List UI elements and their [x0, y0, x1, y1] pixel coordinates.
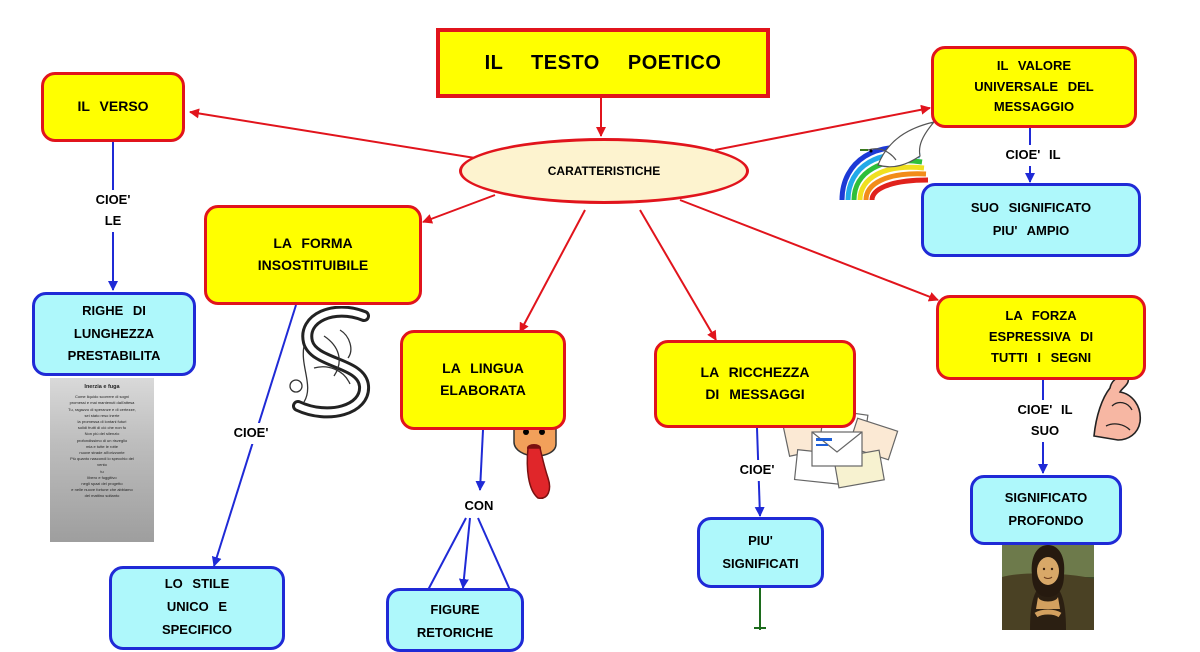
label-cioe-il-suo: CIOE' IL SUO: [1007, 400, 1083, 442]
node-stile: LO STILE UNICO E SPECIFICO: [109, 566, 285, 650]
flexed-arm-icon: [1093, 374, 1142, 441]
node-forma: LA FORMA INSOSTITUIBILE: [204, 205, 422, 305]
node-verso: IL VERSO: [41, 72, 185, 142]
arrow-to-forma: [422, 194, 496, 224]
map-title: IL TESTO POETICO: [436, 28, 770, 98]
poem-title: Inerzia e fuga: [84, 384, 120, 390]
node-figure: FIGURE RETORICHE: [386, 588, 524, 652]
label-cioe-le: CIOE' LE: [88, 190, 138, 232]
arrow-to-verso: [189, 108, 476, 159]
node-suo-significato: SUO SIGNIFICATO PIU' AMPIO: [921, 183, 1141, 257]
node-righe: RIGHE DI LUNGHEZZA PRESTABILITA: [32, 292, 196, 376]
arrow-to-ricchezza: [639, 209, 717, 341]
node-forza: LA FORZA ESPRESSIVA DI TUTTI I SEGNI: [936, 295, 1146, 380]
poem-text: Come liquido scorrere di sogni promessi …: [68, 394, 136, 499]
ornate-s-letter-icon: [289, 306, 370, 419]
node-piu-significati: PIU' SIGNIFICATI: [697, 517, 824, 588]
arrow-con-to-figure: [458, 517, 471, 589]
node-valore: IL VALORE UNIVERSALE DEL MESSAGGIO: [931, 46, 1137, 128]
label-cioe-ricchezza: CIOE': [734, 460, 780, 481]
node-profondo: SIGNIFICATO PROFONDO: [970, 475, 1122, 545]
concept-map: Inerzia e fuga Come liquido scorrere di …: [32, 28, 1146, 652]
arrow-to-forza: [679, 199, 939, 302]
label-cioe-il: CIOE' IL: [996, 145, 1070, 166]
center-node: CARATTERISTICHE: [459, 138, 749, 204]
label-con: CON: [459, 496, 499, 517]
line-con-left: [427, 517, 467, 591]
poem-image: Inerzia e fuga Come liquido scorrere di …: [50, 378, 154, 542]
arrow-lingua-to-con: [475, 429, 486, 491]
arrow-to-lingua: [519, 209, 586, 333]
line-con-right: [477, 517, 511, 591]
mona-lisa-painting: [1002, 537, 1094, 630]
dove-rainbow-icon: [839, 121, 936, 201]
node-lingua: LA LINGUA ELABORATA: [400, 330, 566, 430]
label-cioe-forma: CIOE': [228, 423, 274, 444]
node-ricchezza: LA RICCHEZZA DI MESSAGGI: [654, 340, 856, 428]
arrow-to-valore: [714, 104, 931, 151]
